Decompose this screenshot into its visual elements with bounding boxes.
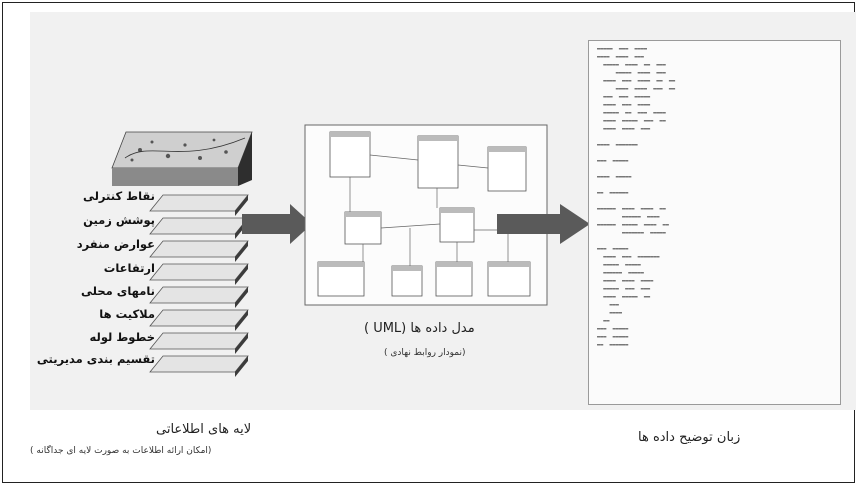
layer-label-land-cover: پوشش زمین <box>83 213 155 227</box>
uml-class-box <box>329 131 371 178</box>
ddl-caption: زبان توضیح داده ها <box>638 430 741 445</box>
ddl-code-panel: ▬▬▬▬▬ ▬▬▬ ▬▬▬▬ ▬▬▬▬ ▬▬▬▬ ▬▬▬ ▬▬▬▬▬ ▬▬▬▬ … <box>588 40 841 405</box>
layer-slab-5 <box>149 286 249 304</box>
arrow-uml-to-ddl <box>497 204 590 244</box>
uml-subcaption: (نمودار روابط نهادی ) <box>384 348 466 358</box>
layer-slab-2 <box>149 217 249 235</box>
uml-class-box <box>317 261 365 297</box>
layer-stack <box>111 131 253 377</box>
layer-slab-6 <box>149 309 249 327</box>
layer-slab-8 <box>149 355 249 373</box>
uml-class-box <box>487 261 531 297</box>
arrow-layers-to-uml <box>242 204 312 244</box>
uml-class-box <box>439 207 475 243</box>
layer-label-control-points: نقاط کنترلی <box>82 189 155 203</box>
layer-slab-1 <box>149 194 249 212</box>
uml-class-box <box>417 135 459 189</box>
layer-label-features: عوارض منفرد <box>76 237 155 251</box>
layer-slab-3 <box>149 240 249 258</box>
uml-caption: ( UML) مدل داده ها <box>364 321 475 336</box>
layer-slab-4 <box>149 263 249 281</box>
layers-caption: لایه های اطلاعاتی <box>156 422 252 437</box>
uml-diagram <box>304 124 548 306</box>
layer-label-ownership: ملاکیت ها <box>99 307 155 321</box>
layer-label-pipelines: خطوط لوله <box>89 330 155 344</box>
layers-subcaption: (امکان ارائه اطلاعات به صورت لایه ای جدا… <box>30 446 212 456</box>
layer-slab-7 <box>149 332 249 350</box>
layer-label-place-names: نامهای محلی <box>81 284 155 298</box>
layer-label-elevations: ارتفاعات <box>103 261 155 275</box>
uml-class-box <box>435 261 473 297</box>
uml-class-box <box>487 146 527 192</box>
layer-label-admin-divisions: تقسیم بندی مدیریتی <box>36 352 155 366</box>
map-top-layer <box>111 131 253 169</box>
